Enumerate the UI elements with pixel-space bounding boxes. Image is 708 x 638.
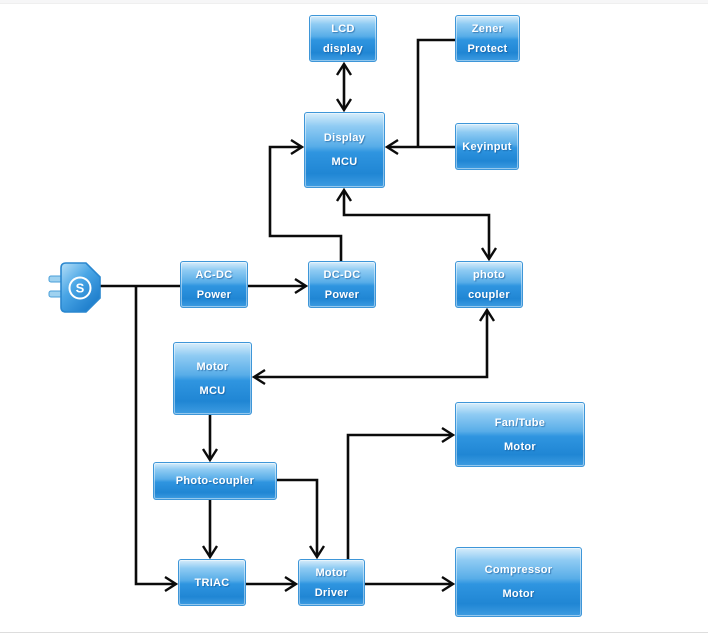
node-label-display-mcu: Display MCU <box>323 132 366 168</box>
node-fan-tube-motor: Fan/Tube Motor <box>455 402 585 467</box>
node-dc-dc-power: DC-DC Power <box>308 261 376 308</box>
node-keyinput: Keyinput <box>455 123 519 170</box>
plug-prong-bottom <box>48 290 63 298</box>
plug-letter: S <box>76 281 85 296</box>
node-label-motor-driver: Motor Driver <box>314 566 349 599</box>
edge-mains-triac <box>134 286 179 593</box>
plug-body <box>60 262 101 313</box>
node-label-lcd-display: LCD display <box>322 22 363 55</box>
edge-photo-coupler-motor-mcu <box>251 307 496 386</box>
edge-motor-driver-fan-tube <box>346 426 456 559</box>
top-border-strip <box>0 0 708 4</box>
node-lcd-display: LCD display <box>309 15 377 62</box>
plug-prong-top <box>48 275 63 283</box>
plug-ring <box>68 276 92 300</box>
node-display-mcu: Display MCU <box>304 112 385 188</box>
node-label-motor-mcu: Motor MCU <box>196 360 229 397</box>
edges-group <box>100 38 498 593</box>
power-plug-icon: S <box>48 262 101 313</box>
edge-photo-coupler-2-motor-driver <box>277 478 326 560</box>
node-photo-coupler-2: Photo-coupler <box>153 462 277 500</box>
node-label-photo-coupler-2: Photo-coupler <box>175 475 255 487</box>
node-label-triac: TRIAC <box>194 576 230 589</box>
node-triac: TRIAC <box>178 559 246 606</box>
node-zener-protect: Zener Protect <box>455 15 520 62</box>
edge-zener-protect-branch <box>416 38 455 147</box>
node-photo-coupler: photo coupler <box>455 261 523 308</box>
node-label-photo-coupler: photo coupler <box>468 268 510 301</box>
node-label-zener-protect: Zener Protect <box>467 22 508 55</box>
node-label-keyinput: Keyinput <box>462 140 512 153</box>
node-motor-driver: Motor Driver <box>298 559 365 606</box>
edge-display-mcu-photo-coupler <box>335 187 498 262</box>
node-label-ac-dc-power: AC-DC Power <box>195 268 233 301</box>
bottom-border-line <box>0 632 708 633</box>
node-label-dc-dc-power: DC-DC Power <box>323 268 361 301</box>
node-compressor-motor: Compressor Motor <box>455 547 582 617</box>
node-label-fan-tube-motor: Fan/Tube Motor <box>494 416 546 453</box>
node-ac-dc-power: AC-DC Power <box>180 261 248 308</box>
node-motor-mcu: Motor MCU <box>173 342 252 415</box>
node-label-compressor-motor: Compressor Motor <box>484 564 553 600</box>
